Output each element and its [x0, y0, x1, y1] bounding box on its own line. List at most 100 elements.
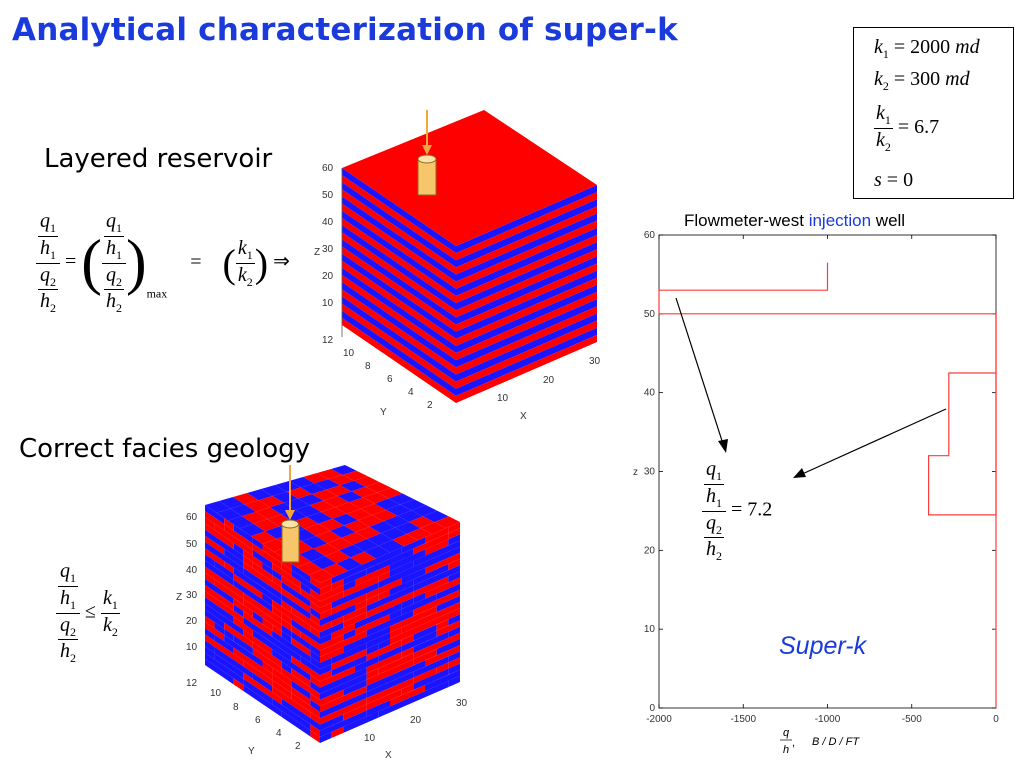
facies-top-patch	[377, 487, 403, 499]
facies-patch	[300, 588, 320, 608]
facies-top-patch	[332, 513, 358, 526]
x-axis-label: X	[520, 411, 527, 422]
facies-patch	[413, 576, 449, 598]
facies-patch	[233, 573, 263, 600]
facies-patch	[224, 518, 234, 531]
facies-patch	[252, 611, 263, 624]
facies-patch	[343, 576, 379, 598]
layer-stripe-left	[342, 196, 456, 282]
facies-top-patch	[272, 491, 298, 503]
facies-patch	[233, 678, 244, 691]
facies-patch	[281, 593, 311, 620]
facies-top-patch	[363, 492, 389, 504]
facies-top-patch	[308, 569, 334, 583]
facies-patch	[291, 680, 311, 700]
facies-top-patch	[420, 522, 446, 535]
well-cylinder	[417, 158, 437, 196]
facies-patch	[320, 657, 332, 670]
facies-top-patch	[325, 550, 351, 564]
z-tick: 30	[186, 590, 198, 601]
facies-patch	[205, 591, 244, 624]
facies-patch	[224, 524, 253, 550]
facies-patch	[448, 626, 460, 638]
param-k1-unit: md	[955, 36, 980, 58]
facies-patch	[390, 549, 425, 571]
well-cylinder-top	[281, 519, 299, 529]
facies-top-patch	[406, 528, 432, 541]
facies-top-patch	[256, 507, 282, 520]
facies-patch	[425, 669, 460, 692]
layer-stripe-right	[456, 277, 597, 346]
facies-patch	[291, 625, 301, 638]
facies-patch	[366, 639, 402, 662]
facies-top-patch	[261, 485, 287, 496]
facies-patch	[366, 578, 402, 600]
facies-patch	[331, 582, 379, 609]
facies-top-patch	[360, 503, 386, 515]
facies-patch	[262, 599, 273, 613]
facies-patch	[331, 578, 344, 591]
x-tick: 20	[543, 375, 555, 386]
facies-top-patch	[307, 512, 333, 524]
facies-patch	[243, 567, 282, 601]
facies-top-patch	[318, 518, 344, 531]
facies-patch	[281, 667, 320, 700]
facies-patch	[262, 611, 282, 631]
facies-patch	[366, 652, 402, 674]
facies-top-patch	[434, 516, 460, 529]
facies-top-patch	[316, 530, 342, 544]
facies-top-patch	[409, 516, 435, 529]
plot-title-suffix: well	[871, 211, 906, 230]
facies-top-patch	[374, 498, 400, 510]
facies-patch	[378, 589, 390, 601]
plot-title-prefix: Flowmeter-west	[684, 211, 809, 230]
layer-stripe-right	[456, 185, 597, 254]
facies-patch	[331, 648, 367, 671]
facies-patch	[310, 588, 320, 602]
y-tick: 6	[387, 374, 393, 385]
facies-top-patch	[381, 527, 407, 540]
facies-patch	[281, 563, 292, 576]
facies-patch	[272, 698, 311, 731]
facies-patch	[224, 548, 244, 568]
facies-patch	[425, 602, 460, 624]
eq-max-subscript: max	[146, 286, 168, 301]
facies-patch	[425, 608, 460, 630]
facies-patch	[355, 602, 402, 630]
facies-patch	[390, 627, 402, 639]
facies-top-patch	[219, 497, 245, 509]
facies-patch	[436, 619, 449, 631]
layer-stripe-right	[456, 270, 597, 339]
facies-patch	[320, 731, 332, 743]
facies-patch	[224, 561, 234, 574]
facies-top-patch	[349, 497, 375, 509]
facies-cube: 60 50 40 30 20 10 12 Z 10 8 6 4 2 Y 30 2…	[176, 465, 468, 761]
facies-patch	[413, 667, 437, 684]
facies-patch	[310, 650, 320, 663]
facies-patch	[425, 527, 449, 544]
facies-patch	[272, 679, 292, 699]
facies-patch	[252, 672, 273, 693]
facies-patch	[448, 663, 460, 675]
facies-patch	[320, 670, 332, 682]
eq-equals-1: =	[65, 250, 77, 273]
facies-patch	[243, 629, 273, 656]
super-k-annotation: Super-k	[779, 632, 867, 660]
facies-patch	[281, 612, 292, 626]
facies-top-patch	[335, 502, 361, 514]
facies-patch	[413, 631, 449, 654]
plot-xlabel-h: h	[783, 744, 789, 756]
section-facies-heading: Correct facies geology	[19, 434, 311, 464]
facies-patch	[291, 668, 311, 688]
facies-patch	[425, 645, 460, 667]
facies-patch	[425, 680, 449, 698]
facies-patch	[300, 656, 320, 676]
facies-patch	[320, 591, 344, 608]
facies-patch	[320, 664, 332, 676]
facies-patch	[310, 601, 320, 614]
facies-patch	[233, 604, 244, 618]
facies-patch	[291, 563, 311, 583]
facies-patch	[366, 688, 402, 711]
facies-patch	[366, 687, 390, 705]
